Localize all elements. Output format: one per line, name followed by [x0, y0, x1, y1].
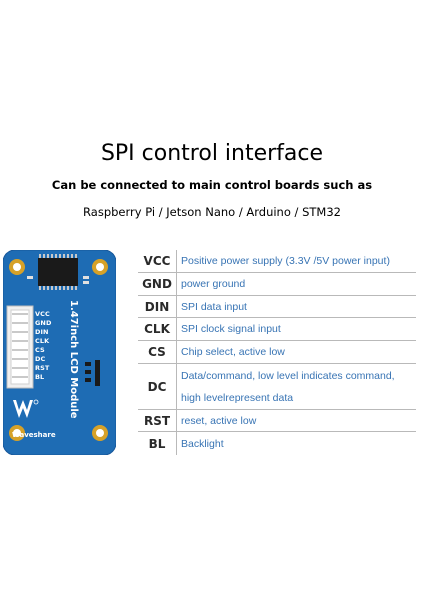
board-pin-label-vcc: VCC [35, 310, 50, 318]
pin-row-din: DIN SPI data input [138, 296, 416, 318]
pin-desc: reset, active low [181, 414, 257, 427]
pin-desc-line-2: high levelrepresent data [181, 391, 294, 404]
pin-name: BL [148, 436, 166, 451]
board-pin-label-bl: BL [35, 373, 45, 381]
pin-desc: Backlight [181, 437, 224, 450]
pin-desc: SPI clock signal input [181, 323, 281, 335]
board-illustration [3, 250, 116, 455]
pin-desc: power ground [181, 278, 246, 290]
pin-desc: Chip select, active low [181, 346, 285, 358]
board-pin-label-dc: DC [35, 355, 46, 363]
pin-name: CS [148, 345, 166, 359]
subtitle-line-2: Raspberry Pi / Jetson Nano / Arduino / S… [83, 205, 341, 219]
pin-row-rst: RST reset, active low [138, 410, 416, 432]
pin-name: DIN [144, 299, 170, 314]
pin-name: GND [142, 277, 172, 291]
pin-row-dc: DC Data/command, low level indicates com… [138, 364, 416, 410]
board-pin-label-cs: CS [35, 346, 45, 354]
lcd-module-board: VCC GND DIN CLK CS DC RST BL [3, 250, 116, 455]
page-title: SPI control interface [100, 141, 324, 166]
pin-row-vcc: VCC Positive power supply (3.3V /5V powe… [138, 250, 416, 273]
pin-name: RST [143, 413, 171, 428]
board-pin-label-gnd: GND [35, 319, 52, 327]
board-brand: Waveshare [12, 431, 56, 439]
pin-name: VCC [143, 254, 171, 268]
mount-holes [9, 259, 108, 441]
board-pin-label-din: DIN [35, 328, 49, 336]
pin-row-clk: CLK SPI clock signal input [138, 318, 416, 341]
pin-row-gnd: GND power ground [138, 273, 416, 296]
subtitle-line-1: Can be connected to main control boards … [51, 178, 373, 192]
pin-desc: Data/command, low level indicates comman… [177, 364, 416, 409]
waveshare-logo [13, 399, 39, 418]
board-pin-label-clk: CLK [35, 337, 50, 345]
pin-name: DC [147, 379, 167, 394]
pin-table: VCC Positive power supply (3.3V /5V powe… [138, 250, 416, 455]
pin-row-cs: CS Chip select, active low [138, 341, 416, 364]
board-module-name: 1.47inch LCD Module [68, 300, 79, 419]
pin-name: CLK [144, 322, 170, 336]
pin-desc: Positive power supply (3.3V /5V power in… [181, 255, 390, 267]
pin-row-bl: BL Backlight [138, 432, 416, 455]
board-pin-label-rst: RST [35, 364, 50, 372]
pin-desc: SPI data input [181, 300, 247, 313]
pin-desc-line-1: Data/command, low level indicates comman… [181, 369, 395, 382]
